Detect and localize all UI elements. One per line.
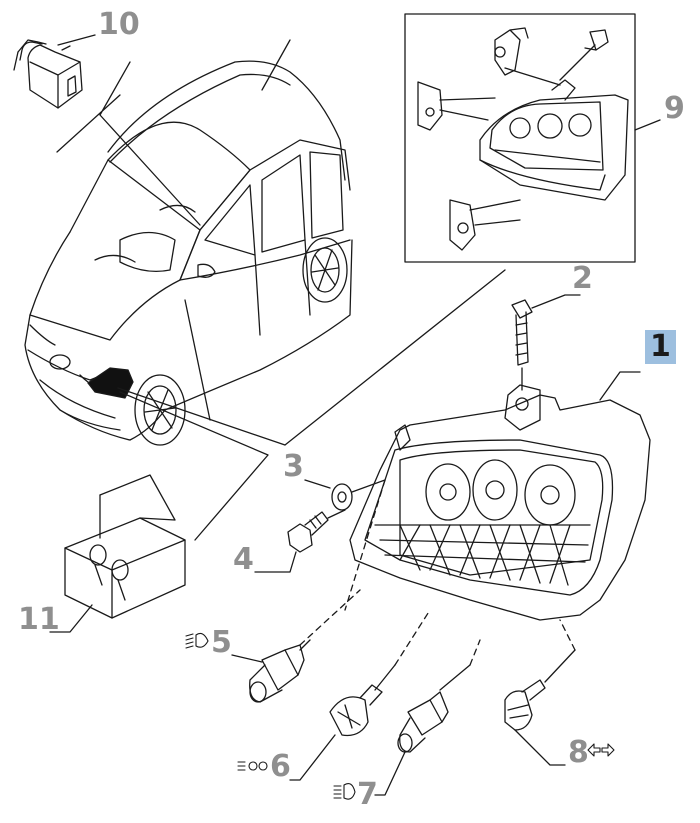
roof-leader xyxy=(261,39,291,91)
item-10-connector xyxy=(13,39,83,109)
highlighted-headlamp-on-car xyxy=(87,367,134,399)
item-3-washer xyxy=(331,483,353,511)
callout-5: 5 xyxy=(211,625,232,660)
item-10-leader-lines xyxy=(56,34,201,226)
turn-signal-icon xyxy=(587,743,615,757)
item-6-bulb xyxy=(329,684,383,737)
item-1-leader-line xyxy=(599,371,641,401)
item-8-leader-lines xyxy=(514,649,576,766)
callout-4: 4 xyxy=(233,542,254,577)
position-light-icon xyxy=(237,761,268,771)
callout-6: 6 xyxy=(270,749,291,784)
item-6-leader-lines xyxy=(289,664,396,781)
callout-9: 9 xyxy=(664,91,685,126)
item-2-screw xyxy=(511,299,533,366)
item-9-leader-lines xyxy=(439,44,661,226)
callout-8: 8 xyxy=(568,735,589,770)
item-5-leader-lines xyxy=(231,639,311,663)
callout-11: 11 xyxy=(18,602,60,637)
item-5-bulb xyxy=(249,644,305,703)
item-11-bulb-kit-box xyxy=(64,474,186,619)
low-beam-icon xyxy=(185,632,209,649)
headlamp-leader-lines xyxy=(117,269,506,541)
high-beam-icon xyxy=(333,783,356,800)
callout-1: 1 xyxy=(645,330,676,364)
assembly-dash-lines xyxy=(299,479,576,666)
item-9-headlamp-assembly xyxy=(479,79,629,201)
item-11-leader-line xyxy=(49,604,93,633)
callout-7: 7 xyxy=(357,777,378,812)
item-4-bolt xyxy=(287,511,329,553)
item-9-inset-box xyxy=(404,13,636,263)
item-3-leader-lines xyxy=(304,479,386,493)
item-7-leader-lines xyxy=(374,664,471,796)
item-7-bulb xyxy=(397,691,449,753)
callout-2: 2 xyxy=(572,261,593,296)
item-9-mounting-brackets xyxy=(417,27,609,251)
callout-10: 10 xyxy=(98,7,140,42)
item-2-leader-lines xyxy=(521,294,581,391)
vehicle-illustration xyxy=(24,60,353,446)
item-4-leader-lines xyxy=(254,509,346,573)
item-1-headlamp xyxy=(349,384,651,621)
callout-3: 3 xyxy=(283,449,304,484)
item-8-bulb xyxy=(504,679,546,731)
